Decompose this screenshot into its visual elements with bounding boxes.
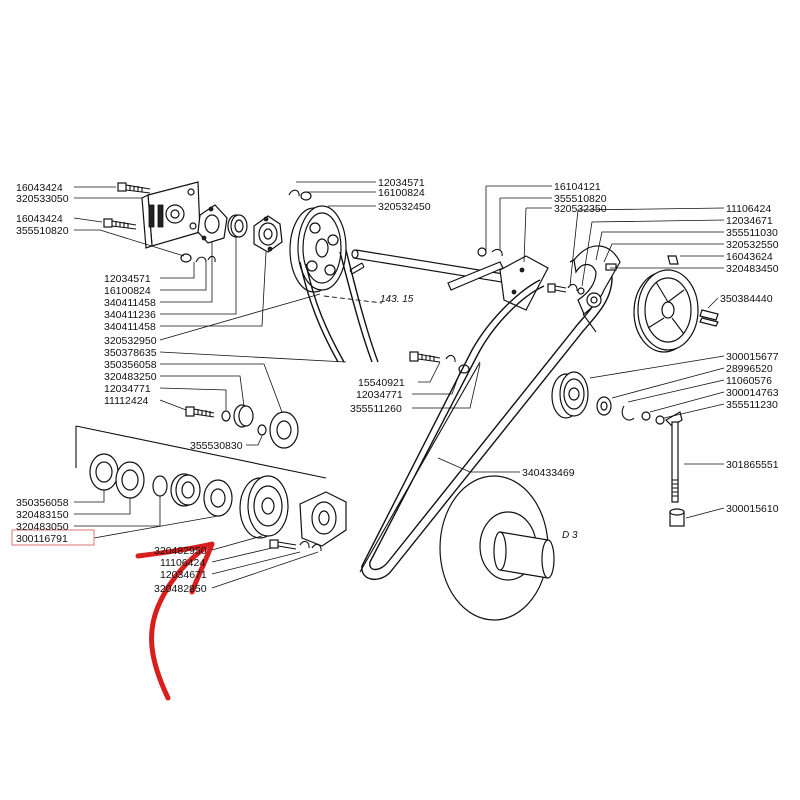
bolt-right-top [547,283,585,295]
chain-link [349,262,365,275]
section-tag-d3: D 3 [562,530,578,541]
label-11106424-b: 11106424 [726,203,771,215]
label-16100824-a: 16100824 [104,285,151,297]
red-arrow-annotation [135,541,215,701]
label-355510820-a: 355510820 [16,225,69,237]
reference-note: 143. 15 [380,294,414,305]
lower-hub [299,491,347,547]
bolt-lower-assembly [269,539,322,552]
flange-gasket [197,204,228,244]
label-350356058-b: 350356058 [16,497,69,509]
label-301865551: 301865551 [726,459,779,471]
label-12034571-b: 12034571 [378,177,425,189]
lower-pulley [239,475,289,539]
label-350378635: 350378635 [104,347,157,359]
label-320532550: 320532550 [726,239,779,251]
label-16043424-b: 16043424 [16,213,63,225]
label-320483150: 320483150 [16,509,69,521]
bearing-small [227,214,248,238]
label-300014763: 300014763 [726,387,779,399]
label-11106424-a: 11106424 [160,557,205,569]
circlip-right [621,405,665,425]
label-300015677: 300015677 [726,351,779,363]
washer-nut-top [288,189,312,201]
label-16043424-a: 16043424 [16,182,63,194]
label-12034571-a: 12034571 [104,273,151,285]
label-350384440: 350384440 [720,293,773,305]
label-320532350: 320532350 [554,203,607,215]
label-355511030: 355511030 [726,227,778,239]
label-320532950: 320532950 [104,335,157,347]
label-320482850: 320482850 [154,583,207,595]
label-340411236: 340411236 [104,309,156,321]
vertical-rod [665,411,683,503]
part-labels: 16043424 320533050 16043424 355510820 12… [16,177,779,595]
label-355510820-b: 355510820 [554,193,607,205]
label-320483450: 320483450 [726,263,779,275]
section-line [323,295,383,304]
center-shaft [351,249,517,291]
label-320483050: 320483050 [16,521,69,533]
label-340411458-a: 340411458 [104,297,156,309]
sleeve-nut [669,508,685,527]
bracket-plate [141,181,201,249]
label-340433469: 340433469 [522,467,575,479]
label-320533050: 320533050 [16,193,69,205]
key-small [699,309,719,327]
leader-lines [73,181,725,589]
label-15540921: 15540921 [358,377,405,389]
label-355511260: 355511260 [350,403,402,415]
nut-small-top [667,255,679,265]
label-12034771-a: 12034771 [104,383,151,395]
highlight-box [11,529,95,546]
label-12034671-a: 12034671 [160,569,207,581]
drive-drum [439,475,555,621]
label-16104121: 16104121 [554,181,601,193]
label-340411458-b: 340411458 [104,321,156,333]
label-355511230: 355511230 [726,399,778,411]
label-300116791: 300116791 [16,533,68,545]
bearing-right [596,396,612,416]
label-11060576: 11060576 [726,375,772,387]
label-350356058-a: 350356058 [104,359,157,371]
label-300015610: 300015610 [726,503,779,515]
bolt-top [117,182,151,194]
bolt-lower [103,218,137,230]
label-12034771-b: 12034771 [356,389,403,401]
label-12034671-b: 12034671 [726,215,773,227]
label-11112424: 11112424 [104,395,149,407]
label-355530830: 355530830 [190,440,243,452]
washer-nut-pair [180,253,216,263]
left-pulley [289,205,347,293]
label-320532450: 320532450 [378,201,431,213]
label-16100824-b: 16100824 [378,187,425,199]
tensioner-bracket [477,247,549,311]
bolt-mid-left [185,404,299,449]
flange-bearing [253,215,283,253]
mid-pulley [551,371,589,419]
label-16043624: 16043624 [726,251,773,263]
label-320483250: 320483250 [104,371,157,383]
label-320482950: 320482950 [154,545,207,557]
right-pulley [633,269,699,353]
left-belts [299,249,379,363]
label-28996520: 28996520 [726,363,773,375]
exploded-washers [75,425,327,517]
